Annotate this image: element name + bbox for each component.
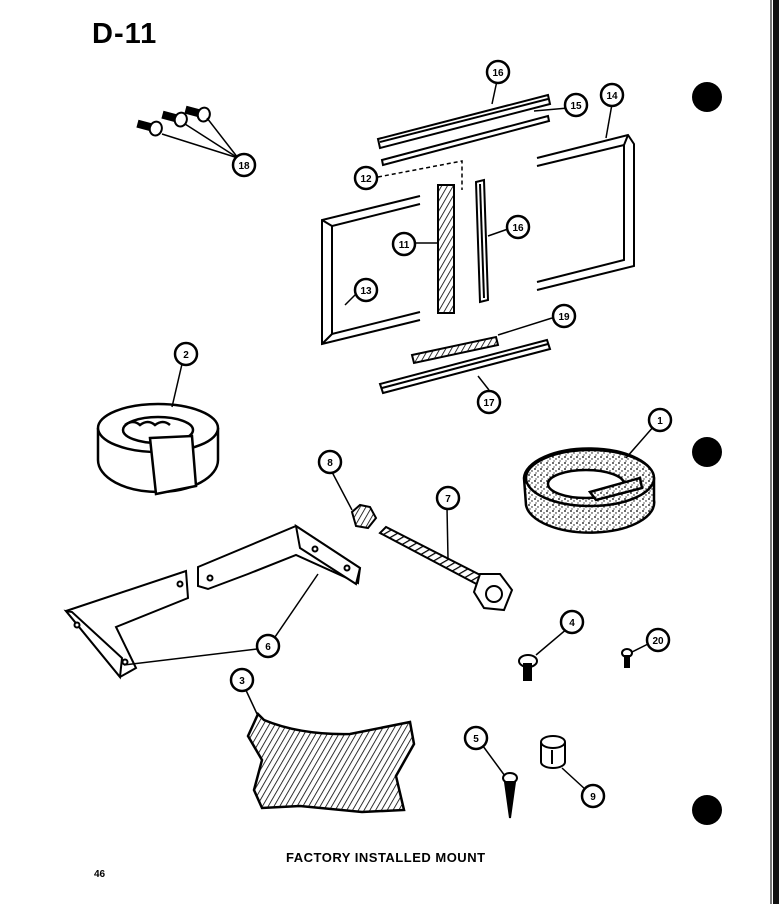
leader-15 xyxy=(533,107,569,112)
callout-4: 4 xyxy=(569,618,575,629)
part-spacer xyxy=(540,735,566,769)
part-bottom-gasket xyxy=(410,335,500,365)
callout-14: 14 xyxy=(606,91,618,102)
figure-caption: FACTORY INSTALLED MOUNT xyxy=(286,850,486,865)
callout-12: 12 xyxy=(360,174,372,185)
leader-2 xyxy=(171,363,183,408)
leader-4 xyxy=(535,627,569,656)
part-divider-channel xyxy=(474,178,490,304)
callout-8: 8 xyxy=(327,458,333,469)
part-top-rail xyxy=(376,93,552,150)
part-bolt xyxy=(378,525,514,612)
part-nut xyxy=(350,503,378,530)
part-gasket-strip xyxy=(437,184,455,314)
callout-7: 7 xyxy=(445,494,451,505)
leader-14 xyxy=(605,103,613,139)
callout-16-top: 16 xyxy=(492,68,504,79)
part-tape-roll xyxy=(96,402,220,496)
callout-10: 16 xyxy=(512,223,524,234)
callout-circles xyxy=(173,59,673,809)
leader-8 xyxy=(331,471,353,511)
callout-13: 13 xyxy=(360,286,372,297)
callout-18: 19 xyxy=(558,312,570,323)
part-bracket-left xyxy=(63,569,190,680)
leader-7 xyxy=(446,507,449,559)
part-wood-screw xyxy=(502,772,518,819)
part-screws xyxy=(136,105,211,137)
leader-9 xyxy=(561,767,587,791)
callout-5: 5 xyxy=(473,734,479,745)
part-bracket-right xyxy=(197,523,362,591)
leader-5 xyxy=(479,741,506,777)
part-tiny-screw xyxy=(621,648,633,668)
leader-1 xyxy=(625,425,655,459)
callout-3: 3 xyxy=(239,676,245,687)
leader-17 xyxy=(477,375,490,391)
binder-hole-top xyxy=(692,82,722,112)
callout-17: 18 xyxy=(238,161,250,172)
part-small-screw xyxy=(518,654,538,681)
part-bottom-rail xyxy=(378,338,552,395)
leader-12-dashed xyxy=(377,160,463,190)
leader-20 xyxy=(631,643,649,653)
leader-10 xyxy=(487,228,509,237)
leader-13 xyxy=(344,293,357,306)
leader-lines-18 xyxy=(161,117,239,159)
callout-16-side: 17 xyxy=(483,398,495,409)
binder-hole-middle xyxy=(692,437,722,467)
leader-lines-6 xyxy=(123,573,319,666)
part-hardware-bag xyxy=(246,711,416,814)
page-title: D-11 xyxy=(92,18,158,50)
part-foam-roll xyxy=(522,447,656,534)
callout-6: 6 xyxy=(265,642,271,653)
callout-15: 15 xyxy=(570,101,582,112)
callout-19: 20 xyxy=(652,636,664,647)
callout-2: 2 xyxy=(183,350,189,361)
part-right-frame xyxy=(536,133,635,291)
part-left-frame xyxy=(321,195,421,346)
page-edge-shadow xyxy=(770,0,772,904)
binder-hole-bottom xyxy=(692,795,722,825)
callout-1: 1 xyxy=(657,416,663,427)
leader-19 xyxy=(497,317,553,336)
callout-9: 9 xyxy=(590,792,596,803)
callout-11: 11 xyxy=(399,240,410,251)
part-top-strip xyxy=(380,114,551,167)
page-edge xyxy=(773,0,779,904)
page-number: 46 xyxy=(94,869,106,880)
